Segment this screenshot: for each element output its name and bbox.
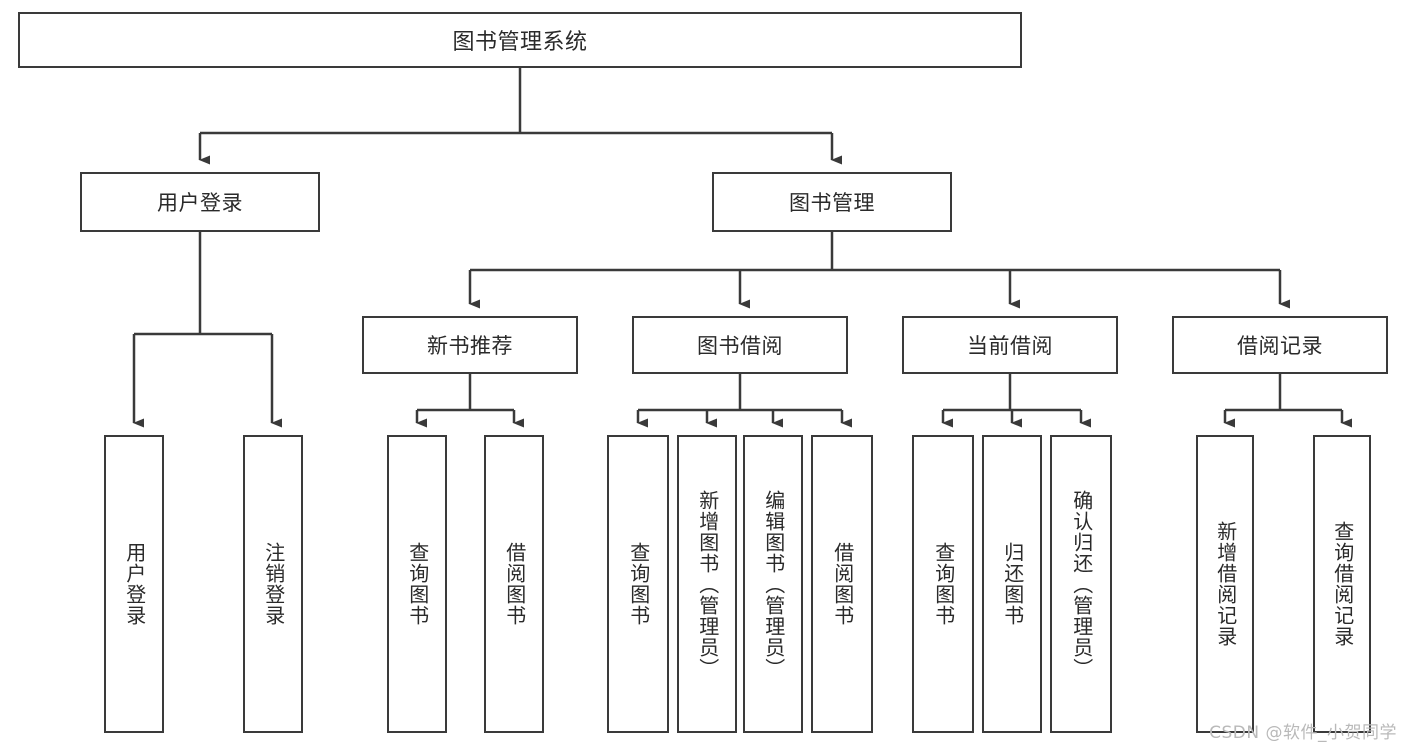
leaf-user-login[interactable]: 用户登录 (104, 435, 164, 733)
node-book-management[interactable]: 图书管理 (712, 172, 952, 232)
leaf-logout-login[interactable]: 注销登录 (243, 435, 303, 733)
leaf-query-book-recommend[interactable]: 查询图书 (387, 435, 447, 733)
leaf-edit-book-admin[interactable]: 编辑图书（管理员） (743, 435, 803, 733)
node-current-borrow[interactable]: 当前借阅 (902, 316, 1118, 374)
leaf-add-borrow-record[interactable]: 新增借阅记录 (1196, 435, 1254, 733)
leaf-query-book-borrow[interactable]: 查询图书 (607, 435, 669, 733)
node-book-borrow[interactable]: 图书借阅 (632, 316, 848, 374)
csdn-watermark: CSDN @软件_小贺同学 (1209, 723, 1397, 743)
node-borrow-record[interactable]: 借阅记录 (1172, 316, 1388, 374)
leaf-add-book-admin[interactable]: 新增图书（管理员） (677, 435, 737, 733)
leaf-borrow-book[interactable]: 借阅图书 (811, 435, 873, 733)
leaf-borrow-book-recommend[interactable]: 借阅图书 (484, 435, 544, 733)
leaf-query-book-current[interactable]: 查询图书 (912, 435, 974, 733)
node-user-login[interactable]: 用户登录 (80, 172, 320, 232)
leaf-query-borrow-record[interactable]: 查询借阅记录 (1313, 435, 1371, 733)
leaf-confirm-return-admin[interactable]: 确认归还（管理员） (1050, 435, 1112, 733)
node-new-book-recommend[interactable]: 新书推荐 (362, 316, 578, 374)
leaf-return-book[interactable]: 归还图书 (982, 435, 1042, 733)
node-root[interactable]: 图书管理系统 (18, 12, 1022, 68)
